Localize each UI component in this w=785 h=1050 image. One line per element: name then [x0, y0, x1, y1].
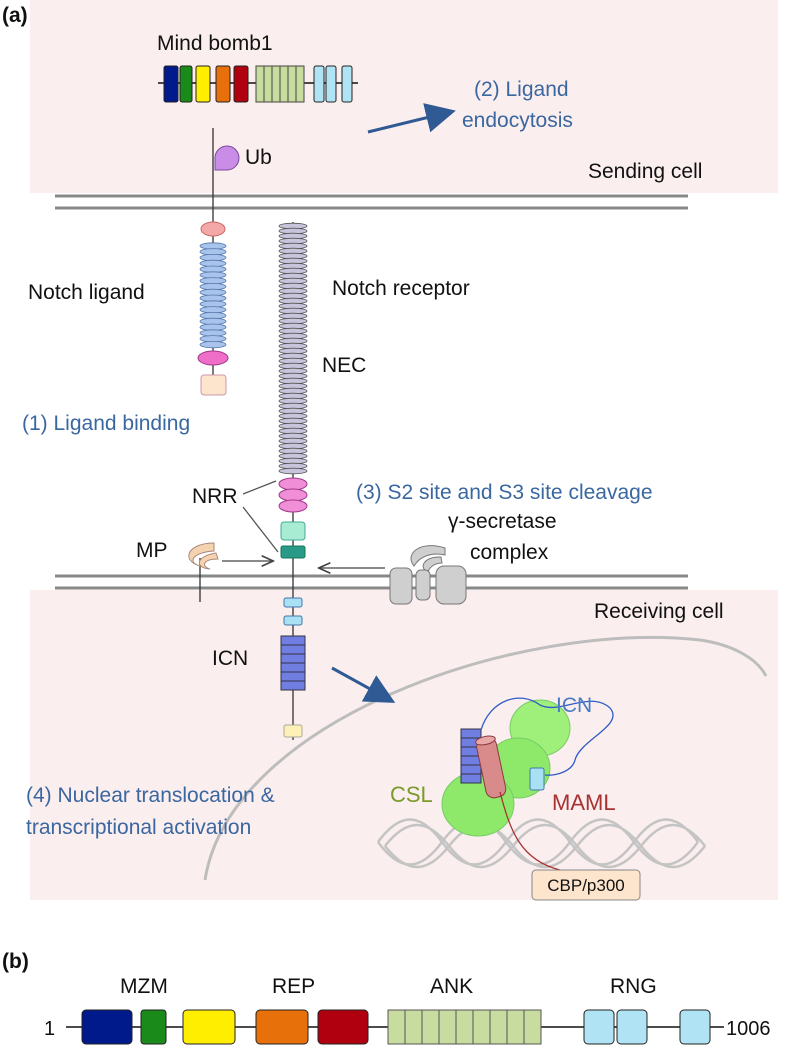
nrr-pointer-1	[242, 480, 277, 495]
receptor-egf-repeat	[278, 467, 308, 475]
notch-receptor-diagram	[278, 222, 308, 740]
panel-b-tag: (b)	[2, 950, 29, 973]
nuclear-translocation-label-1: (4) Nuclear translocation &	[26, 784, 275, 807]
cleavage-label: (3) S2 site and S3 site cleavage	[356, 481, 653, 504]
gamma-secretase-label-2: complex	[470, 541, 549, 564]
icn-left-label: ICN	[212, 647, 248, 670]
bottom-membrane	[55, 574, 688, 590]
translocation-arrow	[331, 666, 396, 703]
dna-helix	[376, 818, 706, 869]
domain-label-rng: RNG	[610, 975, 657, 998]
cbp-label: CBP/p300	[547, 876, 625, 895]
ligand-endocytosis-label-2: endocytosis	[462, 109, 573, 132]
receiving-cell-area	[30, 590, 778, 900]
notch-ligand-diagram	[197, 128, 229, 396]
sending-cell-area	[30, 0, 778, 193]
mind-bomb-label: Mind bomb1	[157, 32, 273, 55]
transcription-complex	[441, 697, 631, 883]
ligand-egf-repeat	[199, 340, 227, 349]
ub-label: Ub	[245, 146, 272, 169]
sending-cell-label: Sending cell	[588, 160, 702, 183]
ubiquitin-icon	[214, 145, 240, 171]
nrr-label: NRR	[192, 485, 238, 508]
ligand-endocytosis-label-1: (2) Ligand	[474, 78, 569, 101]
maml-label: MAML	[552, 790, 616, 815]
mind-bomb-domain-map	[66, 1009, 724, 1045]
domain-label-ank: ANK	[430, 975, 473, 998]
endocytosis-arrow	[367, 103, 456, 134]
icn-right-label: ICN	[556, 694, 592, 717]
sequence-start-label: 1	[44, 1018, 55, 1040]
mp-label: MP	[136, 539, 168, 562]
sequence-end-label: 1006	[726, 1018, 771, 1040]
metalloprotease-icon	[188, 542, 219, 602]
notch-ligand-label: Notch ligand	[28, 281, 145, 304]
receiving-cell-label: Receiving cell	[594, 600, 724, 623]
top-membrane	[55, 194, 688, 210]
csl-label: CSL	[390, 782, 433, 807]
nuclear-translocation-label-2: transcriptional activation	[26, 816, 251, 839]
mind-bomb-small-diagram	[158, 65, 358, 103]
gamma-secretase-label-1: γ-secretase	[448, 510, 557, 533]
nrr-pointer-2	[242, 506, 279, 553]
domain-label-rep: REP	[272, 975, 315, 998]
gamma-secretase-icon	[389, 545, 467, 605]
cbp-box	[531, 869, 641, 901]
nuclear-envelope	[203, 635, 768, 881]
nec-label: NEC	[322, 354, 366, 377]
ligand-binding-label: (1) Ligand binding	[22, 412, 190, 435]
domain-label-mzm: MZM	[120, 975, 168, 998]
notch-receptor-label: Notch receptor	[332, 277, 470, 300]
panel-a-tag: (a)	[2, 4, 28, 27]
